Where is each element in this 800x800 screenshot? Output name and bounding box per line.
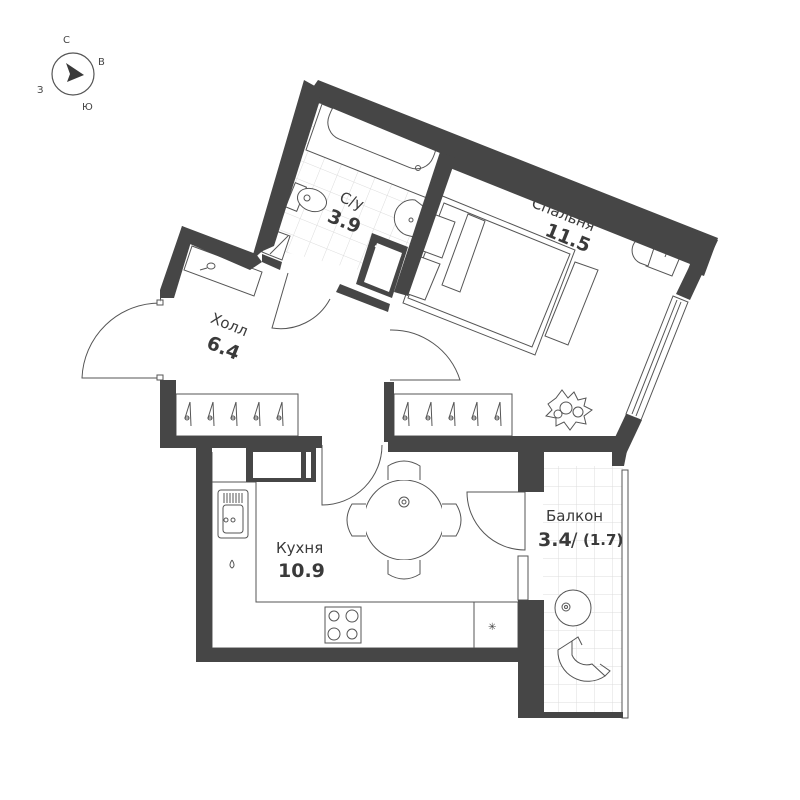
balcony-door[interactable] (466, 491, 526, 551)
toilet-icon (284, 182, 328, 213)
kitchen-door[interactable] (321, 444, 383, 506)
bathroom: С/у 3.9 (261, 100, 453, 298)
compass-west-label: З (37, 85, 43, 96)
compass-arrow-icon (66, 63, 84, 82)
balcony-table-icon (554, 589, 592, 627)
kitchen-name: Кухня (276, 539, 323, 557)
bedroom-window (625, 295, 689, 421)
wardrobe-right (393, 393, 513, 437)
balcony-area: 3.4 (538, 529, 572, 551)
hall-right-door[interactable] (389, 329, 461, 381)
hood-icon: ✳ (488, 622, 496, 633)
wardrobe-left (175, 393, 299, 437)
compass-east-label: В (98, 57, 105, 68)
compass-north-label: С (63, 35, 70, 46)
kitchen-appliance-icon (246, 448, 316, 482)
washing-machine-icon (356, 233, 408, 298)
plant-icon (544, 389, 593, 431)
balcony: Балкон 3.4 / (1.7) (466, 466, 629, 719)
compass-south-label: Ю (82, 102, 93, 113)
balcony-glazing (621, 469, 629, 719)
kitchen: ✳ (211, 444, 519, 649)
balcony-armchair-icon (557, 636, 611, 682)
kitchen-balcony-window (517, 555, 529, 601)
balcony-area-reduced: (1.7) (583, 531, 623, 549)
hall: Холл 6.4 (81, 245, 513, 437)
kitchen-area: 10.9 (278, 560, 325, 582)
kitchen-sink-icon (217, 489, 249, 539)
bathroom-door[interactable] (271, 272, 331, 330)
water-drop-icon (229, 559, 235, 569)
compass-ring (51, 52, 95, 96)
cooktop-icon (324, 606, 362, 644)
balcony-name: Балкон (546, 507, 603, 525)
dining-table-icon (346, 460, 462, 580)
walls (160, 80, 718, 718)
balcony-area-separator: / (571, 529, 578, 551)
compass: С В Ю З (37, 35, 105, 113)
entry-door[interactable] (81, 299, 164, 381)
